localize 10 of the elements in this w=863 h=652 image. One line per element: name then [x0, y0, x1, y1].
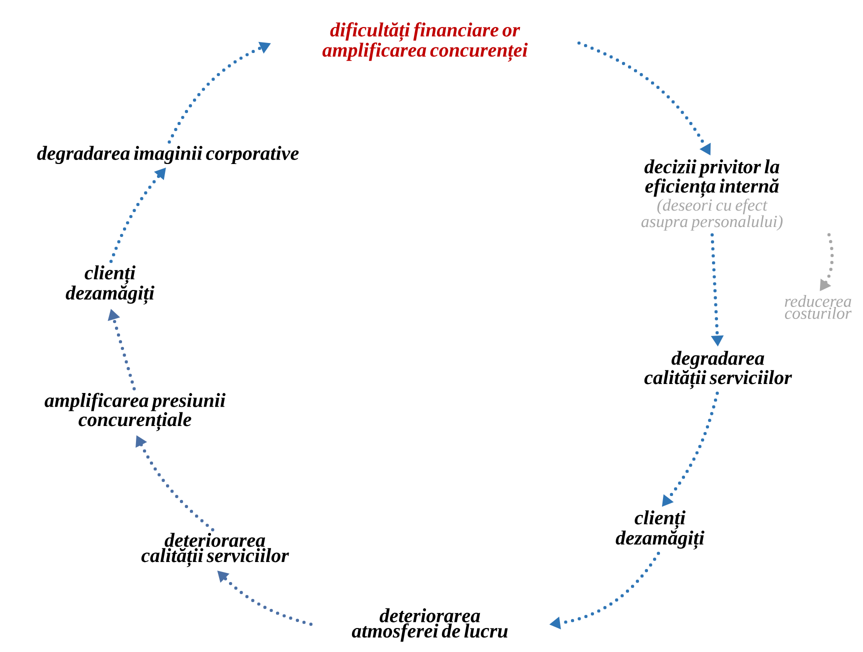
step-label: clienți dezamăgiți — [616, 510, 704, 550]
step-label: deteriorarea atmosferei de lucru — [352, 608, 508, 642]
step-label: degradarea calității serviciilor — [644, 350, 792, 390]
step-label: clienți dezamăgiți — [66, 265, 154, 305]
side-note-label: reducerea costurilor — [784, 295, 852, 319]
step-label: dificultăți financiare or amplificarea concurenței — [322, 22, 528, 62]
step-label: amplificarea presiunii concurențiale — [44, 392, 226, 432]
step-label: degradarea imaginii corporative — [37, 146, 299, 164]
step-label: decizii privitor la eficiența internă (deseori cu efect asupra personalului) — [641, 159, 783, 231]
step-label: deteriorarea calității serviciilor — [141, 532, 290, 568]
